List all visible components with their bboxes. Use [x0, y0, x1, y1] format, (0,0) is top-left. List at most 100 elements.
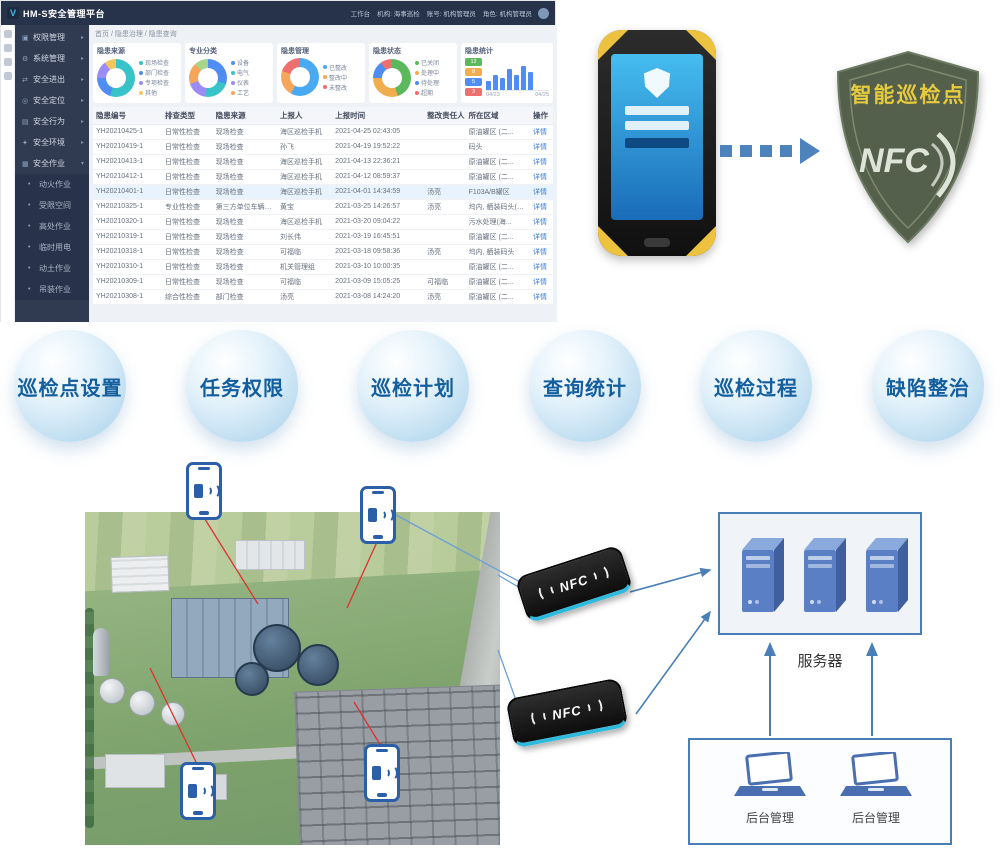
- table-cell: 现场检查: [212, 244, 277, 260]
- detail-link[interactable]: 详情: [532, 248, 547, 256]
- detail-link[interactable]: 详情: [532, 233, 547, 241]
- inspection-phone-icon: [360, 486, 396, 544]
- sidebar-item-动土作业[interactable]: •动土作业: [15, 258, 89, 279]
- arrow-dash: [740, 145, 752, 157]
- login-button[interactable]: [624, 138, 690, 148]
- action-cell: 详情: [529, 199, 553, 215]
- table-cell: 码头: [465, 139, 530, 155]
- legend-item: 已整改: [323, 63, 347, 72]
- dot-icon: •: [28, 244, 31, 251]
- table-cell: 2021-03-25 14:26:57: [332, 199, 425, 215]
- breadcrumb[interactable]: 首页 / 隐患治理 / 隐患查询: [95, 31, 177, 38]
- table-cell: YH20210325-1: [93, 199, 162, 215]
- detail-link[interactable]: 详情: [532, 128, 547, 136]
- trend-bar: [521, 66, 526, 90]
- sidebar-item-吊装作业[interactable]: •吊装作业: [15, 279, 89, 300]
- legend-label: 工艺: [237, 91, 250, 97]
- access-icon: ⇄: [22, 76, 28, 84]
- table-cell: YH20210309-1: [93, 274, 162, 290]
- action-cell: 详情: [529, 289, 553, 305]
- badge-shield: [836, 50, 980, 244]
- sidebar-item-动火作业[interactable]: •动火作业: [15, 174, 89, 195]
- sidebar-item-label: 安全作业: [33, 159, 65, 168]
- trend-bar: [507, 69, 512, 90]
- table-cell: 可福临: [276, 274, 333, 290]
- inspection-phone-icon: [180, 762, 216, 820]
- detail-link[interactable]: 详情: [532, 263, 547, 271]
- legend-item: 仪表: [231, 78, 249, 87]
- trend-bar: [500, 78, 505, 90]
- trend-bars: [486, 65, 549, 91]
- detail-link[interactable]: 详情: [532, 188, 547, 196]
- action-cell: 详情: [529, 124, 553, 140]
- action-cell: 详情: [529, 139, 553, 155]
- menu-icon[interactable]: [3, 30, 12, 38]
- detail-link[interactable]: 详情: [532, 278, 547, 286]
- table-cell: 坞内, 舾装码头: [465, 244, 530, 260]
- table-cell: F103A/B罐区: [465, 184, 530, 200]
- home-button[interactable]: [644, 238, 670, 247]
- topbar-item[interactable]: 账号: 机构管理员: [426, 11, 476, 18]
- sidebar-item-安全行为[interactable]: ▤安全行为▸: [15, 111, 89, 132]
- dashboard-screenshot: V HM-S安全管理平台 工作台机构: 海事巡检账号: 机构管理员角色: 机构管…: [0, 0, 557, 322]
- table-cell: 孙飞: [276, 139, 333, 155]
- detail-link[interactable]: 详情: [532, 293, 547, 301]
- sidebar-item-安全定位[interactable]: ◎安全定位▸: [15, 90, 89, 111]
- table-cell: 日常性检查: [162, 259, 213, 275]
- table-cell: 海区巡检手机: [276, 154, 333, 170]
- sidebar-item-label: 临时用电: [39, 243, 71, 252]
- user-avatar[interactable]: [538, 7, 549, 19]
- sidebar-item-系统管理[interactable]: ⚙系统管理▸: [15, 48, 89, 69]
- table-cell: YH20210310-1: [93, 259, 162, 275]
- legend-dot-icon: [415, 70, 419, 75]
- detail-link[interactable]: 详情: [532, 143, 547, 151]
- legend-label: 已关闭: [421, 61, 440, 67]
- topbar-item[interactable]: 角色: 机构管理员: [482, 11, 532, 18]
- legend: 设备电气仪表工艺其他: [231, 58, 249, 98]
- sidebar-item-临时用电[interactable]: • 临时用电: [15, 237, 89, 258]
- detail-link[interactable]: 详情: [532, 218, 547, 226]
- settings-icon[interactable]: [3, 72, 12, 80]
- dot-icon: •: [28, 265, 31, 272]
- table-cell: YH20210319-1: [93, 229, 162, 245]
- detail-link[interactable]: 详情: [532, 173, 547, 181]
- nfc-wave-icon: [537, 583, 551, 602]
- legend-label: 待处理: [421, 81, 440, 87]
- sidebar-item-受限空间[interactable]: •受限空间: [15, 195, 89, 216]
- system-icon: ⚙: [22, 55, 29, 63]
- table-cell: 日常性检查: [162, 214, 213, 230]
- table-cell: 现场检查: [212, 139, 277, 155]
- feature-circle-巡检计划: 巡检计划: [357, 330, 469, 442]
- legend-dot-icon: [415, 90, 419, 95]
- home-icon[interactable]: [3, 44, 12, 52]
- sidebar-item-权限管理[interactable]: ▣权限管理▸: [15, 27, 89, 48]
- legend-label: 现场检查: [145, 61, 170, 67]
- legend-item: 超期: [415, 88, 439, 97]
- topbar-item[interactable]: 机构: 海事巡检: [377, 11, 420, 18]
- detail-link[interactable]: 详情: [532, 158, 547, 166]
- topbar-item[interactable]: 工作台: [350, 11, 371, 18]
- sidebar-item-安全进出[interactable]: ⇄安全进出▸: [15, 69, 89, 90]
- sidebar-item-高处作业[interactable]: •高处作业: [15, 216, 89, 237]
- bumper-corner: [686, 226, 716, 256]
- sidebar-item-安全环境[interactable]: ✦安全环境▸: [15, 132, 89, 153]
- username-field[interactable]: [624, 106, 690, 115]
- sidebar-item-安全作业[interactable]: ▦安全作业▾: [15, 153, 89, 174]
- table-cell: 2021-03-10 10:00:35: [332, 259, 425, 275]
- apps-icon[interactable]: [3, 58, 12, 66]
- detail-link[interactable]: 详情: [532, 203, 547, 211]
- password-field[interactable]: [624, 121, 690, 130]
- legend-dot-icon: [231, 70, 235, 75]
